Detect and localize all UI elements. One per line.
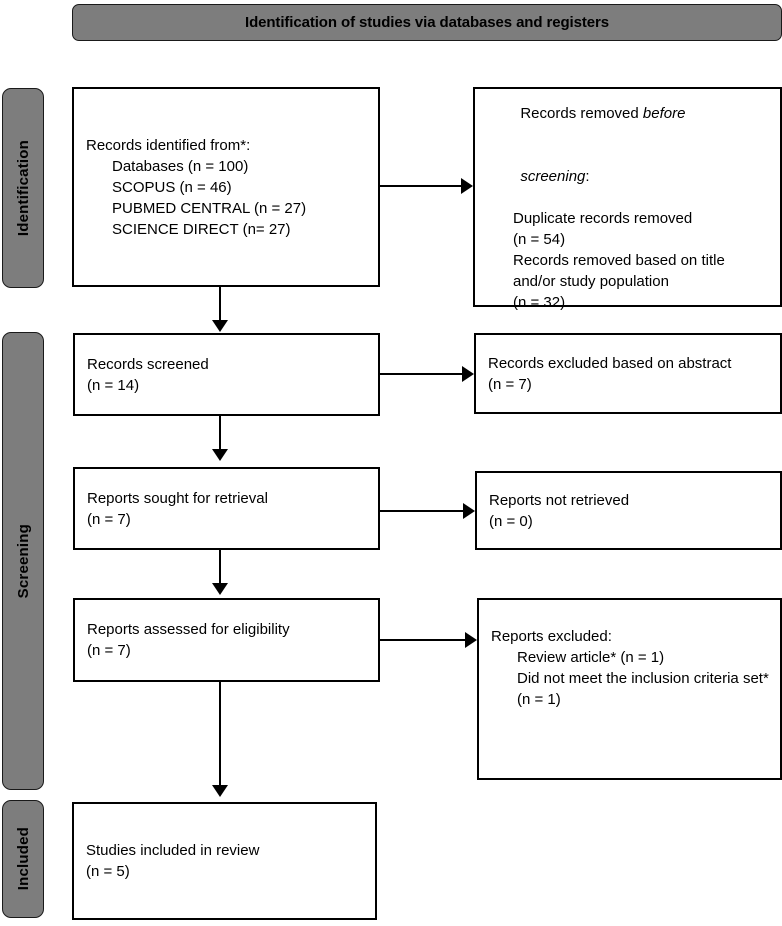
box-reports-assessed: Reports assessed for eligibility (n = 7) [73, 598, 380, 682]
arrowhead-sought-to-not-retrieved [463, 503, 475, 519]
side-tab-screening: Screening [2, 332, 44, 790]
arrowhead-screened-to-sought [212, 449, 228, 461]
records-removed-heading-plain: Records removed [520, 104, 643, 122]
records-removed-line-1: Duplicate records removed [513, 209, 693, 227]
arrowhead-identified-to-screened [212, 320, 228, 332]
records-identified-line-3: SCOPUS (n = 46) [112, 178, 232, 196]
arrowhead-assessed-to-included [212, 785, 228, 797]
side-tab-screening-label: Screening [14, 523, 32, 599]
side-tab-included-label: Included [14, 827, 32, 891]
reports-excluded-line-1: Review article* (n = 1) [517, 649, 665, 666]
connector-sought-to-assessed [219, 550, 221, 584]
records-screened-line-1: Records screened [87, 355, 209, 373]
connector-screened-to-excluded [380, 373, 462, 375]
box-studies-included: Studies included in review (n = 5) [72, 802, 377, 920]
reports-excluded-header: Reports excluded: [491, 628, 612, 645]
box-records-screened: Records screened (n = 14) [73, 333, 380, 416]
studies-included-line-2: (n = 5) [86, 863, 130, 880]
connector-screened-to-sought [219, 416, 221, 450]
records-removed-line-2: (n = 54) [513, 230, 566, 248]
records-screened-line-2: (n = 14) [87, 376, 140, 394]
reports-excluded-line-2: Did not meet the inclusion criteria set*… [517, 670, 773, 708]
connector-identified-to-removed [380, 185, 461, 187]
records-identified-line-2: Databases (n = 100) [112, 157, 249, 175]
connector-assessed-to-included [219, 682, 221, 786]
connector-identified-to-screened [219, 287, 221, 321]
box-reports-sought: Reports sought for retrieval (n = 7) [73, 467, 380, 550]
reports-assessed-line-2: (n = 7) [87, 642, 131, 659]
records-identified-line-1: Records identified from*: [86, 136, 251, 154]
connector-assessed-to-excluded [380, 639, 465, 641]
records-identified-line-4: PUBMED CENTRAL (n = 27) [112, 199, 307, 217]
arrowhead-sought-to-assessed [212, 583, 228, 595]
reports-sought-line-1: Reports sought for retrieval [87, 489, 268, 507]
reports-sought-line-2: (n = 7) [87, 510, 131, 528]
box-reports-not-retrieved: Reports not retrieved (n = 0) [475, 471, 782, 550]
reports-not-retrieved-line-1: Reports not retrieved [489, 491, 630, 509]
box-reports-excluded: Reports excluded: Review article* (n = 1… [477, 598, 782, 780]
side-tab-identification-label: Identification [14, 139, 32, 237]
records-removed-line-4: (n = 32) [513, 293, 566, 311]
records-excluded-line-1: Records excluded based on abstract [488, 354, 732, 372]
records-removed-line-3: Records removed based on title and/or st… [513, 251, 729, 290]
side-tab-included: Included [2, 800, 44, 918]
arrowhead-identified-to-removed [461, 178, 473, 194]
records-identified-line-5: SCIENCE DIRECT (n= 27) [112, 220, 291, 238]
phase-banner-identification: Identification of studies via databases … [72, 4, 782, 41]
box-records-identified: Records identified from*: Databases (n =… [72, 87, 380, 287]
connector-sought-to-not-retrieved [380, 510, 463, 512]
phase-banner-title: Identification of studies via databases … [245, 14, 609, 31]
arrowhead-screened-to-excluded [462, 366, 474, 382]
reports-assessed-line-1: Reports assessed for eligibility [87, 621, 290, 638]
records-excluded-line-2: (n = 7) [488, 375, 532, 393]
reports-not-retrieved-line-2: (n = 0) [489, 512, 533, 530]
arrowhead-assessed-to-excluded [465, 632, 477, 648]
studies-included-line-1: Studies included in review [86, 842, 260, 859]
box-records-removed-before-screening: Records removed before screening: Duplic… [473, 87, 782, 311]
records-removed-heading-2: screening: [487, 145, 770, 208]
records-removed-heading-colon: : [585, 167, 590, 185]
records-removed-heading: Records removed before [487, 82, 770, 145]
records-removed-heading-italic-screening: screening [520, 167, 586, 185]
records-removed-heading-italic-before: before [642, 104, 686, 122]
side-tab-identification: Identification [2, 88, 44, 288]
box-records-excluded: Records excluded based on abstract (n = … [474, 333, 782, 414]
